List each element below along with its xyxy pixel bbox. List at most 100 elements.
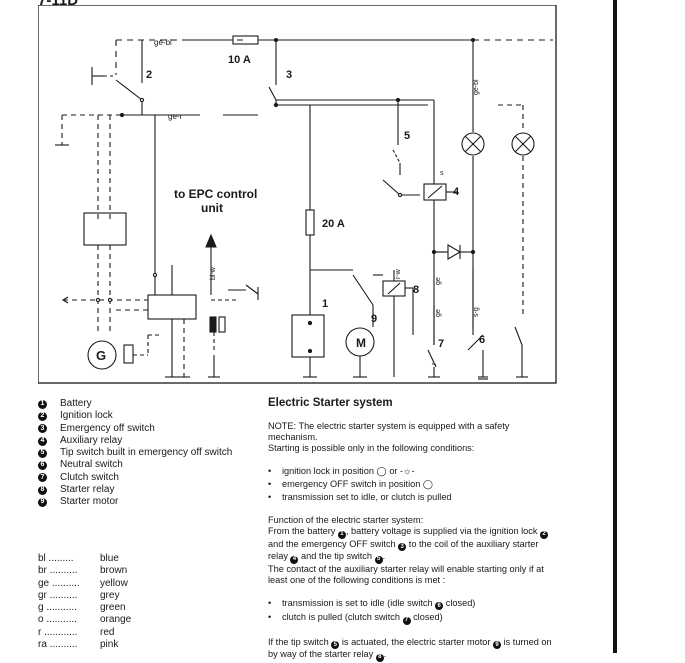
legend-item: 9 Starter motor	[38, 496, 232, 508]
legend-item: 4 Auxiliary relay	[38, 435, 232, 447]
label-epc-line2: unit	[201, 201, 223, 215]
indicator-lamp-1	[461, 132, 485, 156]
label-fuse-10a: 10 A	[228, 54, 251, 66]
wiring-diagram: ge-bl 10 A 2 3 ge-r ge-bl 5 s 4 to EPC c…	[38, 5, 557, 384]
fuse-20a	[305, 209, 315, 236]
label-5: 5	[404, 130, 410, 142]
legend-item: 8 Starter relay	[38, 484, 232, 496]
label-epc-line1: to EPC control	[174, 187, 257, 201]
legend-item: 2 Ignition lock	[38, 410, 232, 422]
legend-text: Starter relay	[60, 484, 115, 496]
color-name: blue	[100, 553, 119, 564]
label-3: 3	[286, 69, 292, 81]
note-line: NOTE: The electric starter system is equ…	[268, 421, 510, 442]
label-9: 9	[371, 313, 377, 325]
legend-text: Clutch switch	[60, 471, 119, 483]
function-line: The contact of the auxiliary starter rel…	[268, 563, 544, 574]
label-6: 6	[479, 334, 485, 346]
description-title: Electric Starter system	[268, 397, 393, 409]
color-code: g ...........	[38, 602, 77, 614]
label-1: 1	[322, 298, 328, 310]
legend-text: Tip switch built in emergency off switch	[60, 447, 233, 459]
legend-item: 1 Battery	[38, 398, 232, 410]
component-legend: 1 Battery 2 Ignition lock 3 Emergency off s…	[38, 398, 232, 509]
condition-item: •transmission set to idle, or clutch is …	[268, 492, 452, 502]
color-item: g ........... green	[38, 602, 131, 614]
label-4: 4	[453, 186, 460, 198]
legend-text: Starter motor	[60, 496, 119, 508]
battery	[291, 314, 325, 358]
color-name: green	[100, 602, 126, 614]
color-code: br ..........	[38, 565, 78, 577]
legend-text: Ignition lock	[60, 410, 113, 422]
color-item: r ............red	[38, 627, 131, 639]
function-heading: Function of the electric starter system:	[268, 515, 424, 525]
label-motor: M	[356, 336, 366, 350]
label-fuse-20a: 20 A	[322, 218, 345, 230]
tip-line: If the tip switch 5 is actuated, the ele…	[268, 636, 552, 649]
color-code: ra ..........	[38, 639, 78, 651]
color-code: o ...........	[38, 614, 77, 626]
label-8: 8	[413, 284, 419, 296]
color-code: bl .........	[38, 553, 74, 564]
legend-item: 6 Neutral switch	[38, 459, 232, 471]
condition-item: •ignition lock in position ◯ or -☼-	[268, 466, 415, 476]
condition-item: •clutch is pulled (clutch switch 7 close…	[268, 612, 443, 625]
color-name: pink	[100, 639, 119, 651]
legend-text: Battery	[60, 398, 92, 409]
diagram-frame	[38, 5, 557, 384]
label-ge-bl-top: ge-bl	[154, 38, 172, 47]
legend-item: 5 Tip switch built in emergency off switc…	[38, 447, 232, 459]
label-s-wire: s	[440, 170, 444, 177]
legend-number: 4	[38, 436, 47, 446]
color-name: brown	[100, 565, 128, 577]
label-bl-w: bl-w	[210, 266, 217, 280]
legend-text: Emergency off switch	[60, 422, 155, 434]
legend-item: 3 Emergency off switch	[38, 423, 232, 435]
function-line: and the emergency OFF switch 3 to the co…	[268, 538, 539, 551]
color-name: orange	[100, 614, 132, 626]
condition-item: •emergency OFF switch in position ◯	[268, 479, 434, 489]
function-line: least one of the following conditions is…	[268, 574, 446, 585]
color-code: gr ..........	[38, 589, 78, 601]
legend-number: 7	[38, 473, 47, 483]
label-r-w: r-w	[395, 268, 402, 279]
wire-color-legend: bl ......... blue br .......... brown ge .…	[38, 553, 131, 651]
regulator-block	[147, 294, 197, 320]
legend-number: 5	[38, 448, 47, 458]
generator	[87, 340, 117, 370]
color-item: br .......... brown	[38, 565, 131, 577]
legend-item: 7 Clutch switch	[38, 472, 232, 484]
label-ge-bl-right: ge-bl	[473, 79, 480, 95]
note-line: Starting is possible only in the followi…	[268, 443, 475, 453]
label-r-small: r	[431, 362, 438, 365]
label-generator: G	[96, 348, 106, 363]
legend-number: 8	[38, 485, 47, 495]
legend-number: 3	[38, 424, 47, 434]
fuse-10a	[232, 35, 259, 45]
legend-text: Neutral switch	[60, 459, 123, 471]
indicator-lamp-2	[511, 132, 535, 156]
color-item: ra .......... pink	[38, 639, 131, 651]
legend-text: Auxiliary relay	[60, 434, 123, 446]
color-name: red	[100, 626, 115, 638]
label-ge-r: ge-r	[168, 112, 183, 121]
tip-line: by way of the starter relay 8.	[268, 649, 387, 662]
label-2: 2	[146, 69, 152, 81]
condition-item: •transmission is set to idle (idle switc…	[268, 597, 476, 610]
legend-number: 9	[38, 498, 47, 508]
color-item: ge ..........yellow	[38, 578, 131, 590]
color-name: yellow	[100, 577, 128, 589]
label-ge-b: ge	[435, 309, 442, 317]
connector-block	[83, 212, 127, 246]
function-line: From the battery 1, battery voltage is s…	[268, 526, 560, 539]
color-item: o ........... orange	[38, 614, 131, 626]
label-ge-a: ge	[435, 277, 442, 285]
legend-number: 2	[38, 411, 47, 421]
function-line: relay 4 and the tip switch 5.	[268, 551, 386, 564]
legend-number: 6	[38, 461, 47, 471]
page-edge-bar	[613, 0, 617, 653]
legend-number: 1	[38, 399, 47, 409]
description-panel: Electric Starter system NOTE: The electr…	[268, 397, 560, 662]
color-item: gr ..........grey	[38, 590, 131, 602]
